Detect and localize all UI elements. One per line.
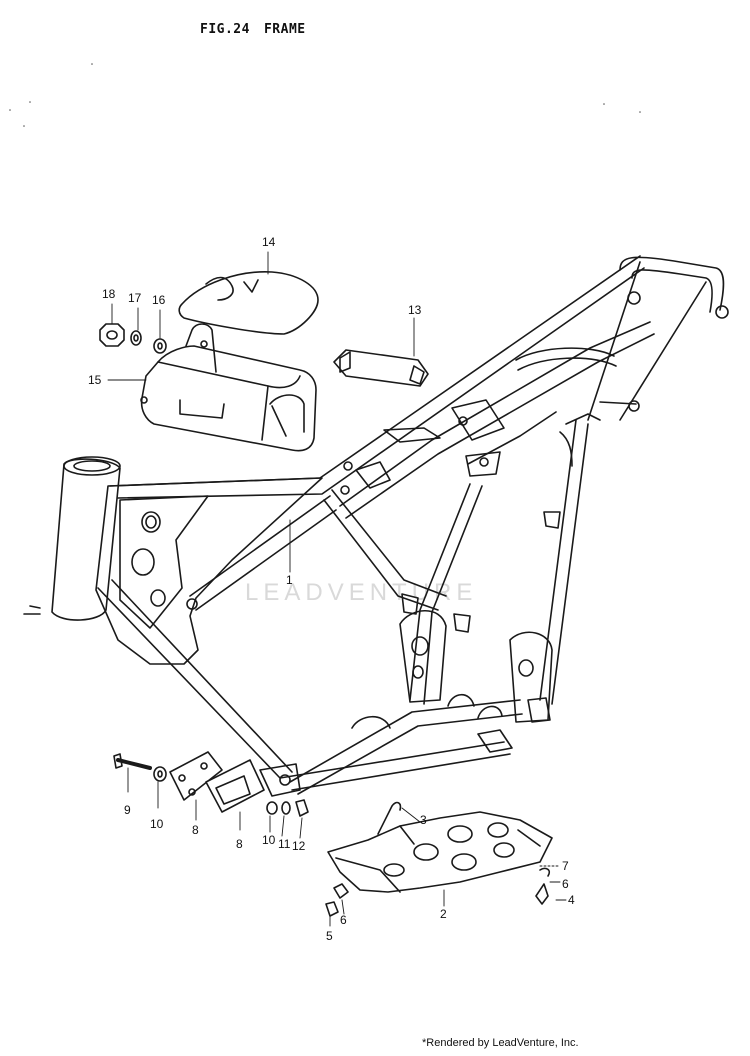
callout-3: 3 (420, 813, 427, 827)
callout-11: 11 (278, 837, 291, 851)
main-frame (23, 255, 729, 797)
callout-8-left: 8 (192, 823, 199, 837)
figure-number: FIG.24 (200, 22, 250, 37)
callout-18: 18 (102, 287, 116, 301)
callout-16: 16 (152, 293, 166, 307)
callout-4: 4 (568, 893, 575, 907)
washer-and-nut-set (99, 323, 167, 354)
tank-cover (178, 271, 319, 335)
callout-1: 1 (286, 573, 293, 587)
callout-6-left: 6 (340, 913, 347, 927)
callout-8-right: 8 (236, 837, 243, 851)
engine-mount-hardware (113, 751, 309, 817)
callout-10-right: 10 (262, 833, 276, 847)
callout-15: 15 (88, 373, 102, 387)
callout-5: 5 (326, 929, 333, 943)
credit-line: *Rendered by LeadVenture, Inc. (422, 1037, 579, 1049)
strap (333, 349, 429, 387)
callout-12: 12 (292, 839, 306, 853)
figure-title: FIG.24 FRAME (200, 22, 320, 37)
callout-numbers: 14 13 18 17 16 15 1 9 10 8 8 10 11 12 3 … (88, 235, 575, 943)
callout-9: 9 (124, 803, 131, 817)
scan-specks (9, 63, 641, 127)
callout-17: 17 (128, 291, 142, 305)
skid-plate (327, 811, 553, 893)
tool-box (140, 323, 317, 452)
leader-lines (107, 251, 567, 927)
callout-14: 14 (262, 235, 276, 249)
watermark: LEADVENTURE (245, 579, 477, 606)
callout-7: 7 (562, 859, 569, 873)
figure-name: FRAME (263, 22, 306, 37)
callout-2: 2 (440, 907, 447, 921)
skid-plate-hardware (325, 801, 551, 917)
callout-10-left: 10 (150, 817, 164, 831)
callout-6-right: 6 (562, 877, 569, 891)
callout-13: 13 (408, 303, 422, 317)
